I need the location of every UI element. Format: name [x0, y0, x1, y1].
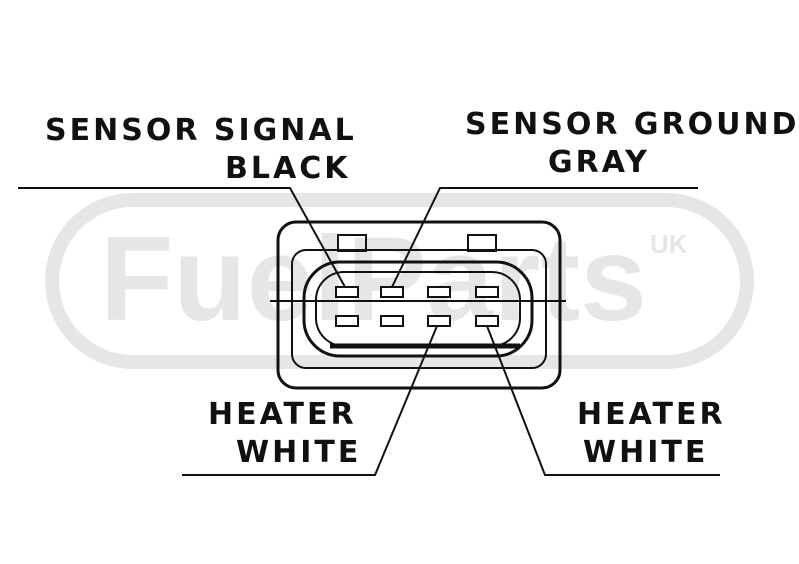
watermark-brand: FuelParts: [100, 212, 647, 346]
pin-2-bottom: [380, 315, 404, 327]
watermark-outline: [45, 193, 754, 369]
connector: [270, 220, 566, 390]
connector-plug-outer: [302, 260, 534, 358]
pin-3-top: [427, 286, 451, 298]
label-sensor-signal: SENSOR SIGNAL BLACK: [45, 113, 357, 186]
label-sensor-ground-line1: SENSOR GROUND: [465, 107, 799, 142]
leader-lines: [18, 187, 720, 476]
pin-2-top: [380, 286, 404, 298]
label-heater-right-line1: HEATER: [577, 397, 726, 432]
leader-heater-right: [486, 325, 720, 476]
label-sensor-signal-line2: BLACK: [225, 151, 350, 186]
pin-1-bottom: [335, 315, 359, 327]
pin-1-top: [335, 286, 359, 298]
watermark-region: UK: [650, 229, 688, 259]
latch-left: [337, 234, 367, 252]
leader-sensor-ground: [391, 187, 698, 288]
label-sensor-ground-line2: GRAY: [548, 145, 650, 180]
label-heater-right-line2: WHITE: [583, 435, 708, 470]
pin-4-top: [475, 286, 499, 298]
leader-sensor-signal: [18, 187, 346, 288]
connector-outer-shell: [276, 220, 562, 390]
label-heater-left-line2: WHITE: [236, 435, 361, 470]
label-heater-left: HEATER WHITE: [208, 397, 361, 470]
latch-right: [467, 234, 497, 252]
label-heater-right: HEATER WHITE: [577, 397, 726, 470]
pin-4-bottom: [475, 315, 499, 327]
label-sensor-signal-line1: SENSOR SIGNAL: [45, 113, 357, 148]
pin-3-bottom: [427, 315, 451, 327]
label-heater-left-line1: HEATER: [208, 397, 357, 432]
watermark: FuelParts UK: [45, 193, 754, 369]
leader-heater-left: [182, 325, 438, 476]
label-sensor-ground: SENSOR GROUND GRAY: [465, 107, 799, 180]
